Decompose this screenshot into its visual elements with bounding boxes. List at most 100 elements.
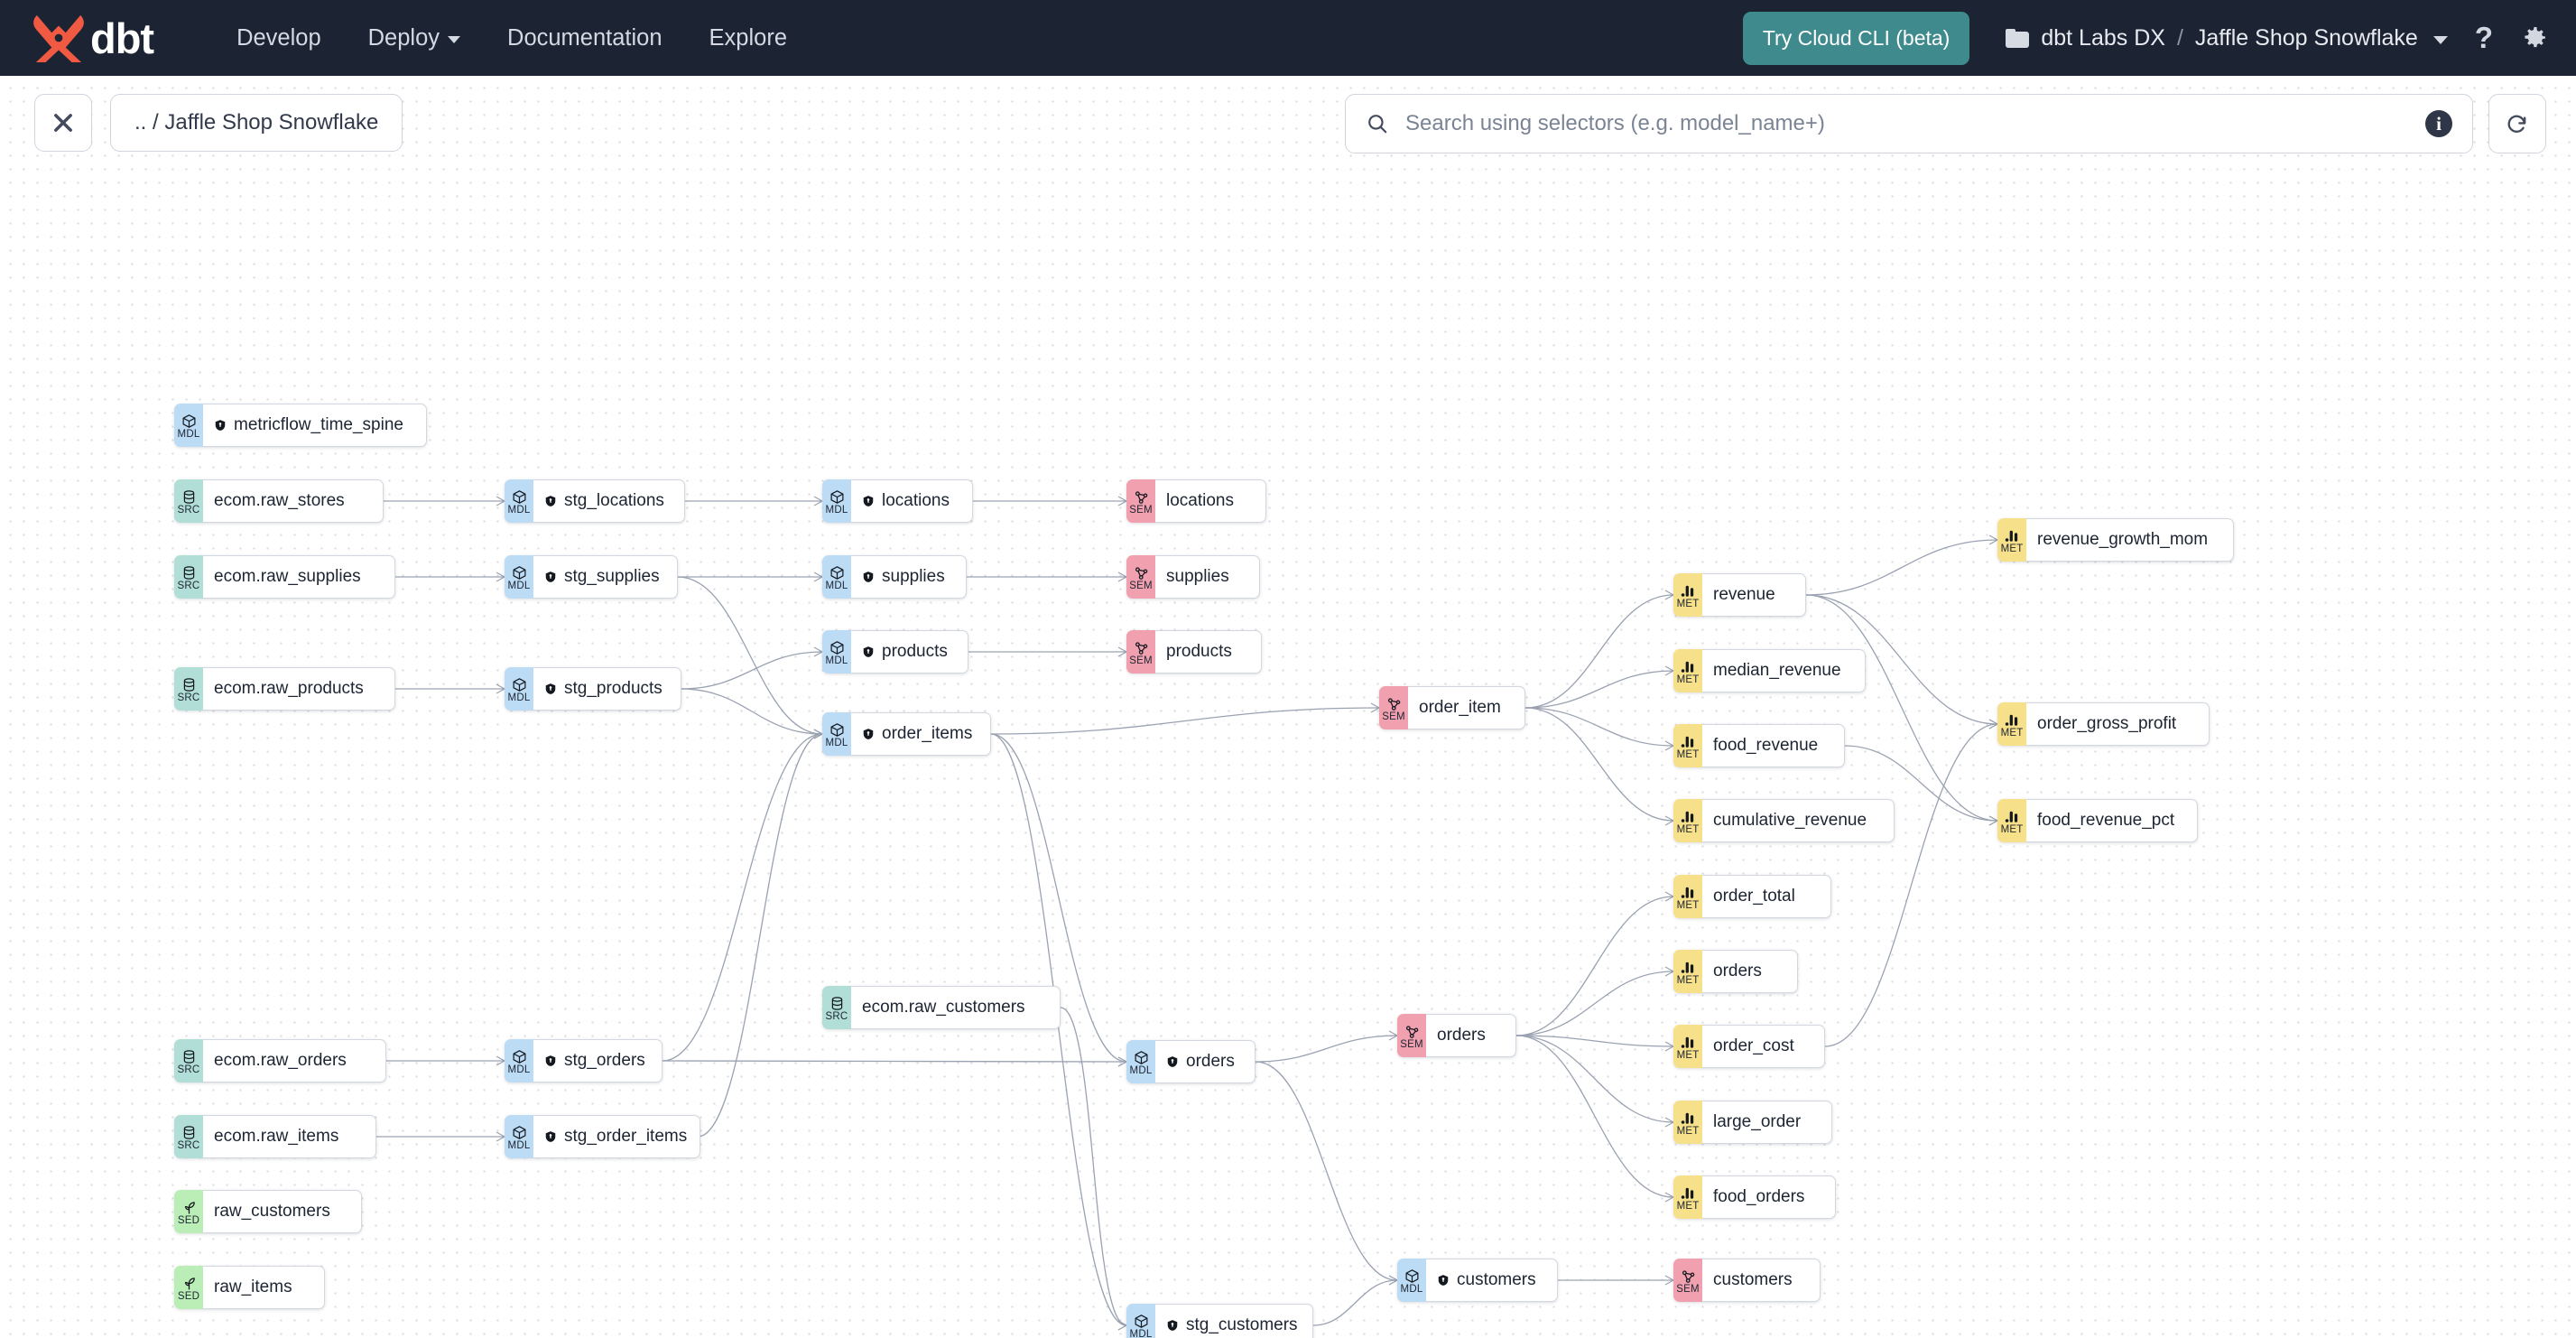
nav-link-explore[interactable]: Explore [686, 25, 811, 51]
nav-link-develop[interactable]: Develop [213, 25, 345, 51]
dbt-logo[interactable]: dbt [31, 13, 154, 63]
nav-link-deploy[interactable]: Deploy [345, 25, 484, 51]
node-type-code: SEM [1129, 580, 1153, 591]
node-type-badge-met: MET [1673, 1175, 1702, 1219]
search-input[interactable] [1404, 110, 2425, 137]
account-name: dbt Labs DX [2041, 24, 2165, 51]
node-label: customers [1713, 1270, 1793, 1289]
node-body: supplies [1155, 555, 1260, 599]
database-icon [181, 1048, 197, 1065]
node-label: raw_customers [214, 1202, 330, 1221]
chevron-down-icon [448, 35, 461, 43]
node-body: food_revenue_pct [2026, 799, 2198, 842]
lineage-node-met_orders[interactable]: MET orders [1673, 950, 1798, 993]
bar-chart-icon [1681, 1034, 1696, 1051]
account-project-breadcrumb[interactable]: dbt Labs DX / Jaffle Shop Snowflake [2006, 24, 2448, 51]
breadcrumb[interactable]: .. / Jaffle Shop Snowflake [110, 94, 403, 152]
gear-icon-glyph [2525, 27, 2545, 48]
node-body: order_item [1408, 686, 1525, 729]
info-icon[interactable]: i [2425, 110, 2452, 137]
node-body: orders [1155, 1040, 1256, 1083]
search-bar[interactable]: i [1345, 94, 2473, 153]
database-icon [181, 676, 197, 693]
node-type-badge-met: MET [1673, 950, 1702, 993]
lineage-edge [697, 733, 823, 1138]
breadcrumb-label: .. / Jaffle Shop Snowflake [134, 110, 379, 135]
node-body: customers [1702, 1259, 1821, 1302]
project-name: Jaffle Shop Snowflake [2194, 24, 2418, 51]
lineage-edge [1515, 1035, 1674, 1047]
node-label: supplies [1166, 567, 1229, 586]
node-type-code: MET [1676, 748, 1700, 760]
node-type-badge-met: MET [1997, 702, 2026, 746]
node-type-badge-mdl: MDL [822, 630, 851, 674]
try-cloud-cli-button[interactable]: Try Cloud CLI (beta) [1742, 11, 1970, 65]
chevron-down-icon [2432, 35, 2448, 44]
node-body: stg_order_items [533, 1115, 701, 1158]
lineage-edge [681, 688, 823, 735]
gear-icon[interactable] [2520, 23, 2549, 52]
node-body: cumulative_revenue [1702, 799, 1895, 842]
lineage-edge [1515, 1035, 1674, 1198]
node-type-badge-met: MET [1673, 649, 1702, 692]
lineage-edge [990, 733, 1127, 1326]
node-type-badge-src: SRC [174, 667, 203, 711]
nav-right-cluster: Try Cloud CLI (beta) dbt Labs DX / Jaffl… [1742, 11, 2549, 65]
node-label: ecom.raw_orders [214, 1051, 347, 1070]
close-button[interactable] [34, 94, 92, 152]
lineage-edge [1515, 1035, 1674, 1123]
node-label: revenue [1713, 585, 1775, 604]
question-mark-icon[interactable]: ? [2474, 21, 2493, 54]
node-body: stg_products [533, 667, 681, 711]
node-type-code: MET [1676, 823, 1700, 835]
node-label: orders [1713, 962, 1762, 980]
database-icon [181, 564, 197, 581]
node-type-badge-mdl: MDL [505, 667, 533, 711]
refresh-button[interactable] [2488, 94, 2546, 153]
lineage-edge [1255, 1035, 1398, 1063]
node-body: metricflow_time_spine [203, 404, 427, 447]
breadcrumb-separator: / [2176, 24, 2183, 51]
lineage-node-sem_supplies[interactable]: SEM supplies [1126, 555, 1260, 599]
nav-link-documentation[interactable]: Documentation [484, 25, 686, 51]
node-type-badge-mdl: MDL [822, 479, 851, 523]
